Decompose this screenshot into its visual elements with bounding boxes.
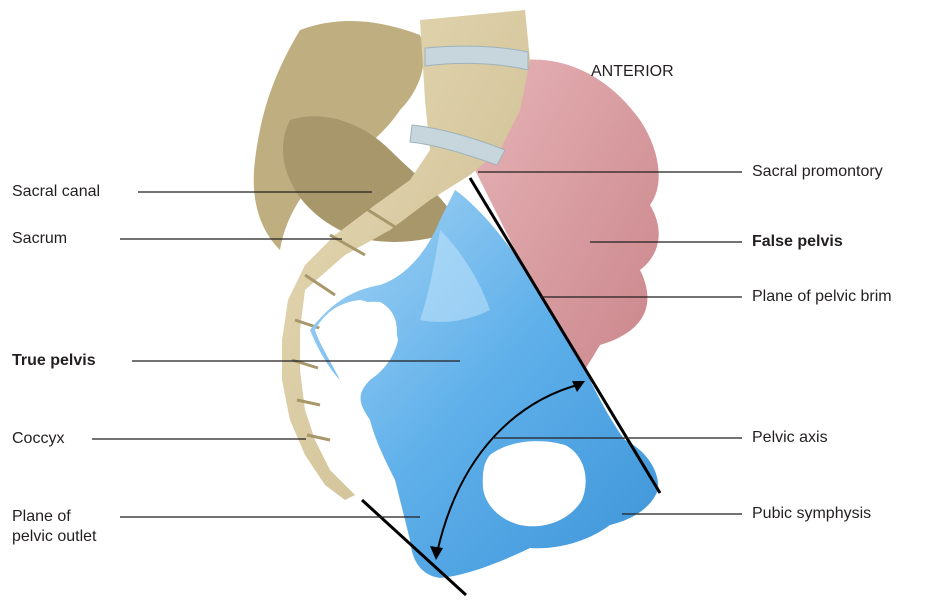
anterior-label: ANTERIOR (591, 62, 674, 82)
label-true-pelvis: True pelvis (12, 351, 96, 371)
label-sacral-promontory: Sacral promontory (752, 162, 883, 182)
label-plane-of-pelvic-outlet-line1: Plane of (12, 507, 71, 527)
label-plane-of-pelvic-brim: Plane of pelvic brim (752, 287, 892, 307)
label-false-pelvis: False pelvis (752, 232, 843, 252)
label-coccyx: Coccyx (12, 429, 64, 449)
label-sacrum: Sacrum (12, 229, 67, 249)
label-pelvic-axis: Pelvic axis (752, 428, 828, 448)
label-plane-of-pelvic-outlet-line2: pelvic outlet (12, 527, 97, 547)
label-pubic-symphysis: Pubic symphysis (752, 504, 871, 524)
label-sacral-canal: Sacral canal (12, 182, 100, 202)
obturator-foramen (483, 441, 586, 526)
